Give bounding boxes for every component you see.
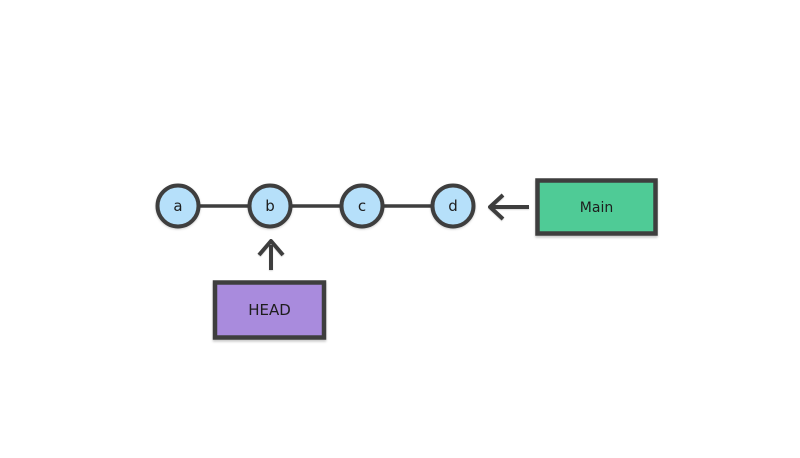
arrow-main-to-d [488, 193, 529, 221]
commit-node-a: a [155, 183, 201, 229]
commit-node-c: c [339, 183, 385, 229]
commit-node-b: b [247, 183, 293, 229]
commit-label-c: c [358, 197, 366, 215]
commit-circle-b [247, 183, 293, 229]
commit-circle-d [430, 183, 476, 229]
commit-label-b: b [265, 197, 275, 215]
branch-box-rect [535, 178, 658, 236]
commit-circle-a [155, 183, 201, 229]
commit-circle-c [339, 183, 385, 229]
branch-box-main: Main [535, 178, 658, 236]
head-box-rect [212, 280, 327, 340]
commit-label-d: d [448, 197, 458, 215]
commit-label-a: a [173, 197, 182, 215]
head-box: HEAD [212, 280, 327, 340]
commit-node-d: d [430, 183, 476, 229]
arrow-head-to-b [257, 239, 285, 270]
left-arrow-icon [488, 193, 529, 221]
head-box-label: HEAD [248, 301, 291, 319]
up-arrow-icon [257, 239, 285, 270]
branch-box-label: Main [580, 200, 613, 216]
